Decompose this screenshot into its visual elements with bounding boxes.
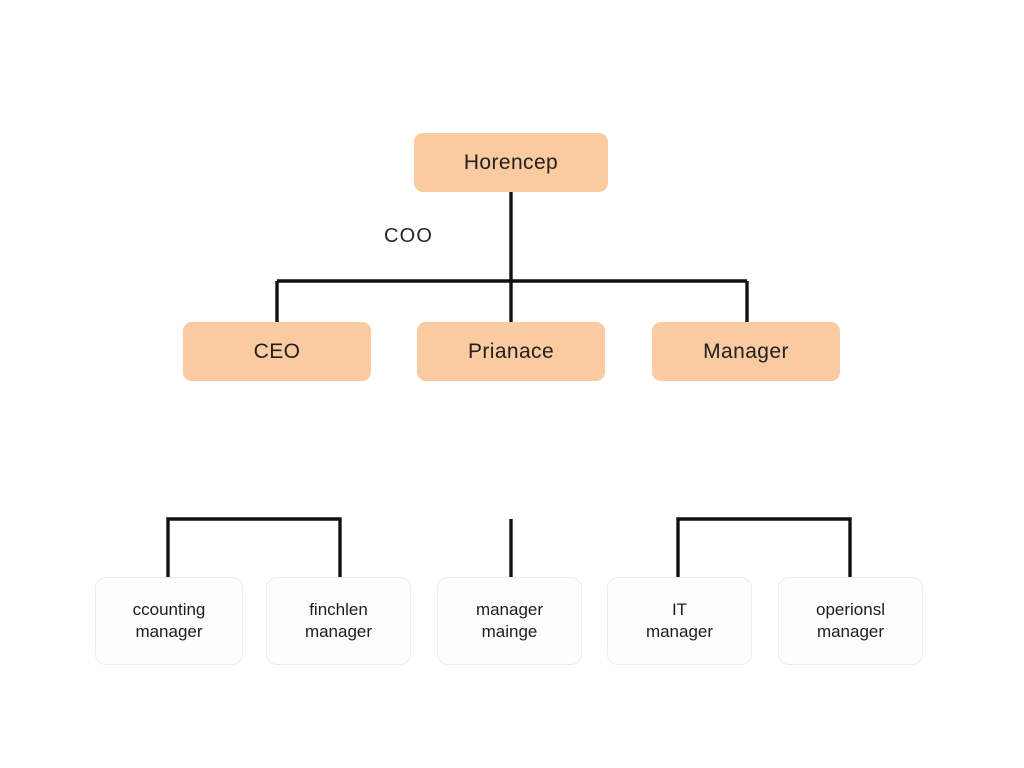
- connector-bracket-right: [676, 517, 852, 577]
- connector-bracket-left: [166, 517, 342, 577]
- node-accounting-manager-text: ccounting manager: [133, 599, 206, 644]
- node-finchlen-manager[interactable]: finchlen manager: [266, 577, 411, 665]
- node-operionsl-manager-line1: operionsl: [816, 599, 885, 619]
- node-horencep-label: Horencep: [463, 150, 559, 174]
- node-prianace-label: Prianace: [467, 339, 555, 363]
- node-finchlen-manager-line2: manager: [304, 622, 373, 641]
- coo-label: COO: [384, 225, 434, 247]
- node-manager-mainge[interactable]: manager mainge: [437, 577, 582, 665]
- node-it-manager-line1: IT: [671, 599, 688, 619]
- node-manager-mainge-line1: manager: [475, 599, 544, 619]
- node-accounting-manager-line2: manager: [135, 622, 203, 641]
- node-accounting-manager[interactable]: ccounting manager: [95, 577, 243, 665]
- node-it-manager-text: IT manager: [646, 599, 713, 644]
- node-manager-mainge-text: manager mainge: [476, 599, 543, 644]
- node-prianace[interactable]: Prianace: [417, 322, 605, 381]
- node-operionsl-manager[interactable]: operionsl manager: [778, 577, 923, 665]
- node-manager-mainge-line2: mainge: [481, 622, 538, 641]
- node-manager[interactable]: Manager: [652, 322, 840, 381]
- node-horencep[interactable]: Horencep: [414, 133, 608, 192]
- node-finchlen-manager-line1: finchlen: [309, 599, 368, 619]
- node-it-manager-line2: manager: [645, 622, 714, 641]
- node-operionsl-manager-text: operionsl manager: [816, 599, 885, 644]
- node-finchlen-manager-text: finchlen manager: [305, 599, 372, 644]
- node-operionsl-manager-line2: manager: [816, 622, 885, 641]
- node-manager-label: Manager: [703, 339, 789, 363]
- node-ceo-label: CEO: [253, 339, 301, 363]
- node-accounting-manager-line1: ccounting: [132, 599, 206, 619]
- node-ceo[interactable]: CEO: [183, 322, 371, 381]
- node-it-manager[interactable]: IT manager: [607, 577, 752, 665]
